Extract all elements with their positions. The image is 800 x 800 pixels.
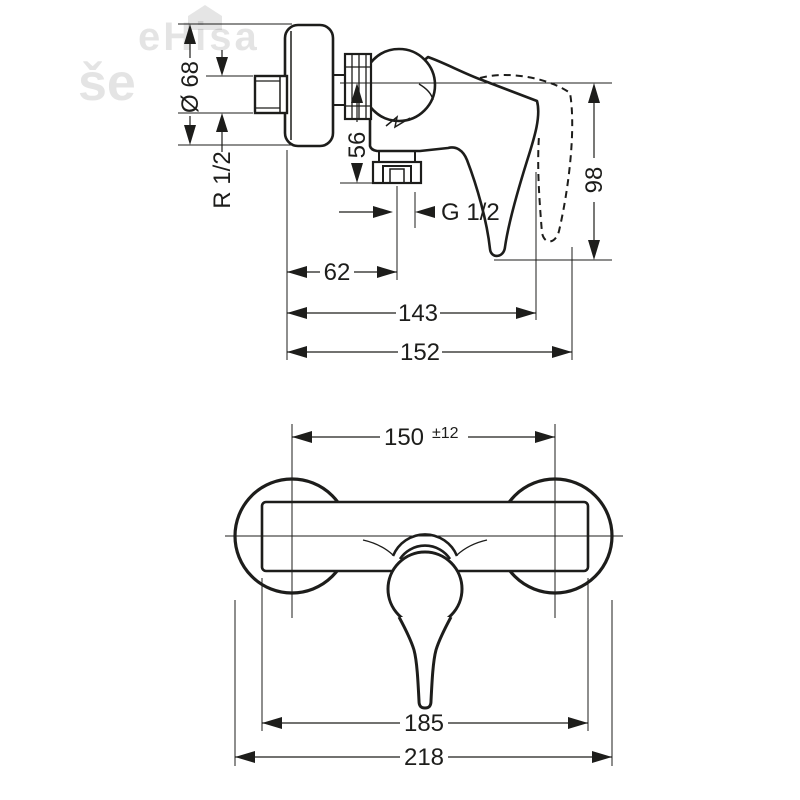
dome-arc-outer <box>391 533 459 557</box>
dim-label-outlet-offset: 62 <box>324 259 351 286</box>
wall-union <box>253 74 289 115</box>
dim-outlet-drop: 56 <box>340 83 373 184</box>
dome-shoulder-right <box>456 539 488 556</box>
dome-shoulder-left <box>362 539 394 556</box>
house-icon <box>188 5 222 30</box>
watermark: še eHisa <box>78 5 260 112</box>
front-view <box>225 424 623 710</box>
handle-base <box>386 550 464 628</box>
valve-dome <box>361 47 437 123</box>
dome-detail <box>418 83 434 101</box>
front-view-dimensions: 150 ±12 185 218 <box>234 424 613 771</box>
watermark-partial-text: še <box>78 54 136 112</box>
spout-detail <box>385 115 411 129</box>
dome-arc-inner <box>398 544 452 560</box>
dim-outlet-offset: 62 <box>287 259 397 286</box>
dim-wall-thread: R 1/2 <box>178 50 253 209</box>
shower-outlet <box>371 151 423 185</box>
side-view <box>253 23 612 258</box>
dim-connection-centers: 150 ±12 <box>292 424 555 451</box>
dim-label-total-width: 218 <box>404 744 444 771</box>
dim-label-body-width: 185 <box>404 710 444 737</box>
dim-depth-to-lever: 143 <box>287 300 536 327</box>
escutcheon <box>283 23 335 148</box>
side-view-dimensions: Ø 68 R 1/2 56 G 1/2 <box>177 23 612 366</box>
watermark-text: eHisa <box>138 15 260 59</box>
dim-label-total-depth: 152 <box>400 339 440 366</box>
dim-total-depth: 152 <box>287 339 572 366</box>
dim-height: 98 <box>494 83 612 261</box>
dim-total-width: 218 <box>234 600 613 771</box>
dim-label-outlet-thread: G 1/2 <box>441 199 500 226</box>
dim-outlet-thread: G 1/2 <box>339 186 500 280</box>
dim-label-connection-centers: 150 <box>384 424 424 451</box>
dim-label-depth-to-lever: 143 <box>398 300 438 327</box>
dim-label-wall-thread: R 1/2 <box>209 151 236 208</box>
dim-body-width: 185 <box>261 578 589 737</box>
dim-label-escutcheon-diameter: Ø 68 <box>177 61 204 113</box>
lever-handle-front <box>397 616 453 710</box>
lever-handle-dashed <box>479 74 574 243</box>
dim-label-connection-tolerance: ±12 <box>432 425 459 442</box>
dim-label-height: 98 <box>581 167 608 194</box>
dim-escutcheon-diameter: Ø 68 <box>177 23 292 146</box>
dim-label-outlet-drop: 56 <box>344 132 371 159</box>
